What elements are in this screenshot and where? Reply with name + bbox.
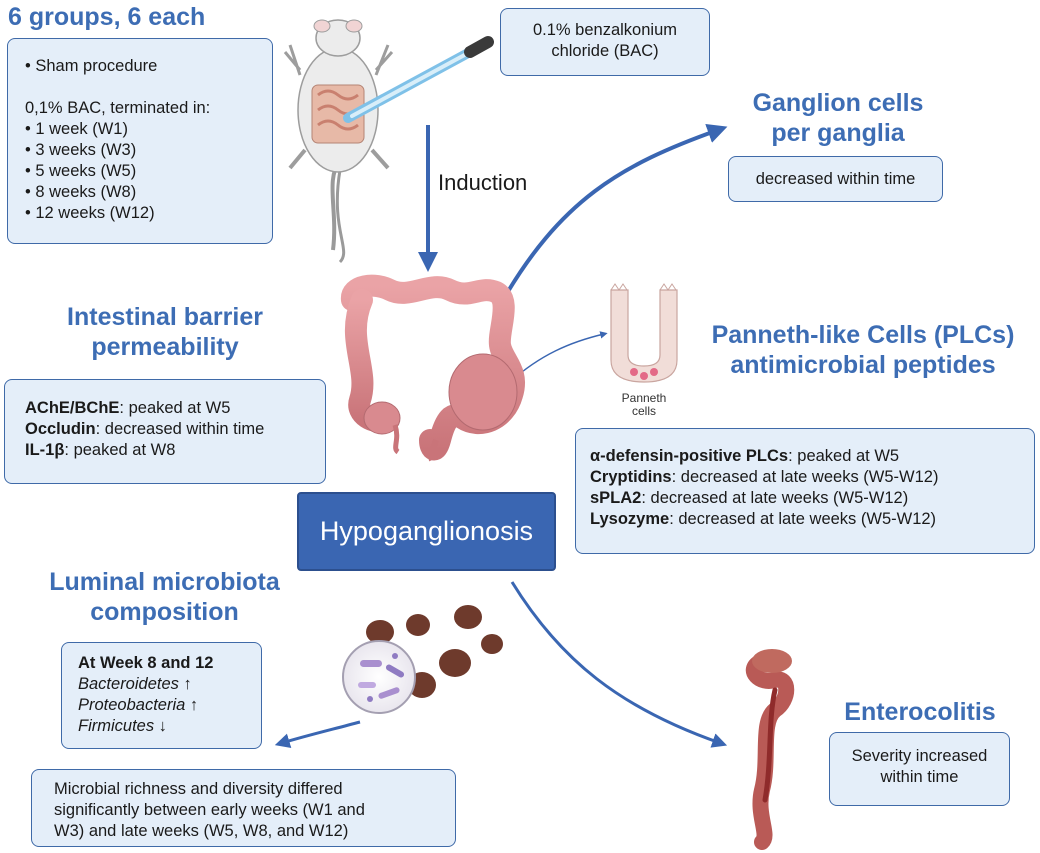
inflamed-colon-illustration	[745, 649, 795, 850]
microbiota-box: At Week 8 and 12 Bacteroidetes ↑ Proteob…	[61, 642, 262, 749]
induction-label: Induction	[438, 170, 528, 195]
barrier-title: Intestinal barrier permeability	[67, 303, 263, 361]
hypoganglionosis-box: Hypoganglionosis	[297, 492, 556, 571]
groups-box: • Sham procedure 0,1% BAC, terminated in…	[7, 38, 273, 244]
diversity-box: Microbial richness and diversity differe…	[31, 769, 456, 847]
microbiota-title: Luminal microbiota composition	[49, 568, 280, 626]
panneth-item: α-defensin-positive PLCs: peaked at W5	[590, 447, 900, 465]
bacteria-magnifier-icon	[342, 640, 416, 714]
panneth-item: Lysozyme: decreased at late weeks (W5-W1…	[590, 510, 937, 528]
colon-illustration	[341, 274, 525, 462]
week-item: • 8 weeks (W8)	[25, 183, 137, 201]
bac-box: 0.1% benzalkonium chloride (BAC)	[500, 8, 710, 76]
panneth-cell-label: Panneth cells	[621, 391, 667, 418]
ganglion-box: decreased within time	[728, 156, 943, 202]
bac-intro: 0,1% BAC, terminated in:	[25, 99, 211, 117]
panneth-box: α-defensin-positive PLCs: peaked at W5 C…	[575, 428, 1035, 554]
taxon-item: Firmicutes ↓	[78, 717, 167, 735]
week-item: • 5 weeks (W5)	[25, 162, 137, 180]
barrier-box: AChE/BChE: peaked at W5 Occludin: decrea…	[4, 379, 326, 484]
arrow-to-microbiota	[274, 720, 361, 748]
enterocolitis-box: Severity increased within time	[829, 732, 1010, 806]
feces-pellets-icon	[366, 605, 503, 698]
arrow-to-enterocolitis	[510, 581, 728, 748]
taxon-item: Bacteroidetes ↑	[78, 675, 192, 693]
week-item: • 3 weeks (W3)	[25, 141, 137, 159]
groups-title: 6 groups, 6 each	[8, 3, 206, 31]
arrow-to-ganglion	[498, 123, 728, 306]
mouse-illustration	[283, 19, 394, 264]
panneth-item: sPLA2: decreased at late weeks (W5-W12)	[590, 489, 909, 507]
microbiota-header: At Week 8 and 12	[78, 654, 214, 672]
barrier-item: Occludin: decreased within time	[25, 420, 265, 438]
taxon-item: Proteobacteria ↑	[78, 696, 199, 714]
crypt-illustration	[610, 283, 678, 383]
enterocolitis-title: Enterocolitis	[844, 698, 996, 726]
barrier-item: IL-1β: peaked at W8	[25, 441, 176, 459]
dropper-icon	[343, 36, 494, 123]
sham-item: • Sham procedure	[25, 57, 158, 75]
week-item: • 12 weeks (W12)	[25, 204, 155, 222]
panneth-title: Panneth-like Cells (PLCs) antimicrobial …	[711, 321, 1015, 379]
ganglion-title: Ganglion cells per ganglia	[752, 89, 924, 147]
panneth-item: Cryptidins: decreased at late weeks (W5-…	[590, 468, 939, 486]
week-item: • 1 week (W1)	[25, 120, 128, 138]
barrier-item: AChE/BChE: peaked at W5	[25, 399, 231, 417]
